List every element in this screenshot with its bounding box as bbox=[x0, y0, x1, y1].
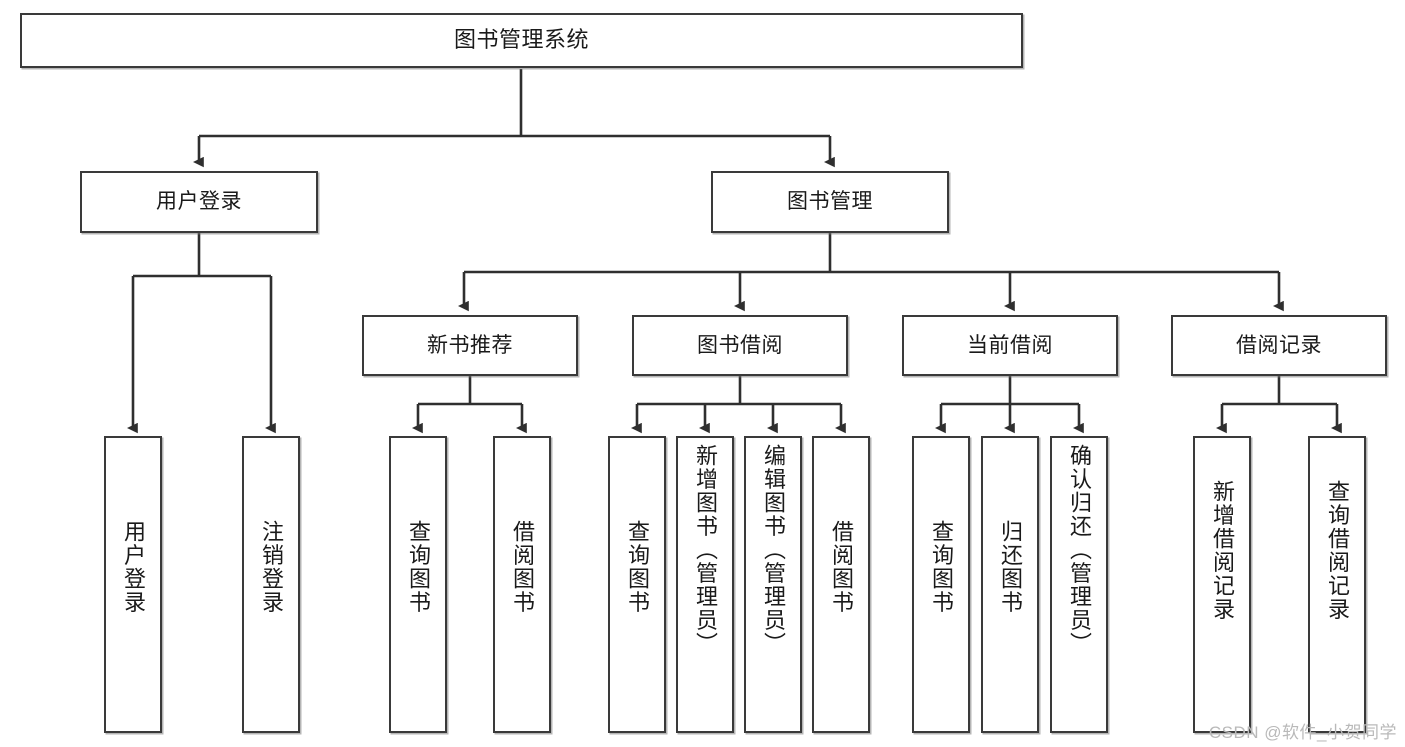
node-book-manage[interactable]: 图书管理 bbox=[711, 171, 949, 233]
node-leaf-query-record[interactable]: 查询借阅记录 bbox=[1308, 436, 1366, 733]
node-leaf-add-record[interactable]: 新增借阅记录 bbox=[1193, 436, 1251, 733]
node-leaf-query-record-label: 查询借阅记录 bbox=[1324, 480, 1350, 621]
node-leaf-return-book[interactable]: 归还图书 bbox=[981, 436, 1039, 733]
node-leaf-query-book-1[interactable]: 查询图书 bbox=[389, 436, 447, 733]
node-current-borrow[interactable]: 当前借阅 bbox=[902, 315, 1118, 376]
node-leaf-borrow-book-2-label: 借阅图书 bbox=[828, 520, 854, 614]
node-leaf-borrow-book-2[interactable]: 借阅图书 bbox=[812, 436, 870, 733]
node-leaf-borrow-book-1[interactable]: 借阅图书 bbox=[493, 436, 551, 733]
node-leaf-add-record-label: 新增借阅记录 bbox=[1209, 480, 1235, 621]
node-new-book-rec-label: 新书推荐 bbox=[427, 333, 513, 357]
node-borrow-record[interactable]: 借阅记录 bbox=[1171, 315, 1387, 376]
node-leaf-logout-label: 注销登录 bbox=[258, 520, 284, 614]
node-leaf-query-book-2[interactable]: 查询图书 bbox=[608, 436, 666, 733]
node-leaf-query-book-2-label: 查询图书 bbox=[624, 520, 650, 614]
node-current-borrow-label: 当前借阅 bbox=[967, 333, 1053, 357]
node-leaf-query-book-3[interactable]: 查询图书 bbox=[912, 436, 970, 733]
csdn-watermark: CSDN @软件_小贺同学 bbox=[1208, 723, 1397, 742]
node-root[interactable]: 图书管理系统 bbox=[20, 13, 1023, 68]
node-leaf-add-book-label: 新增图书（管理员） bbox=[692, 444, 718, 656]
node-leaf-edit-book[interactable]: 编辑图书（管理员） bbox=[744, 436, 802, 733]
node-leaf-add-book[interactable]: 新增图书（管理员） bbox=[676, 436, 734, 733]
node-leaf-user-login-label: 用户登录 bbox=[120, 520, 146, 614]
node-book-manage-label: 图书管理 bbox=[787, 190, 873, 214]
node-borrow-record-label: 借阅记录 bbox=[1236, 333, 1322, 357]
node-root-label: 图书管理系统 bbox=[453, 27, 589, 53]
node-user-login-label: 用户登录 bbox=[156, 190, 242, 214]
node-leaf-return-book-label: 归还图书 bbox=[997, 520, 1023, 614]
node-book-borrow[interactable]: 图书借阅 bbox=[632, 315, 848, 376]
node-user-login[interactable]: 用户登录 bbox=[80, 171, 318, 233]
node-book-borrow-label: 图书借阅 bbox=[697, 333, 783, 357]
node-leaf-confirm-return-label: 确认归还（管理员） bbox=[1066, 444, 1092, 656]
node-leaf-user-login[interactable]: 用户登录 bbox=[104, 436, 162, 733]
node-leaf-query-book-1-label: 查询图书 bbox=[405, 520, 431, 614]
node-leaf-logout[interactable]: 注销登录 bbox=[242, 436, 300, 733]
node-leaf-edit-book-label: 编辑图书（管理员） bbox=[760, 444, 786, 656]
node-new-book-rec[interactable]: 新书推荐 bbox=[362, 315, 578, 376]
node-leaf-borrow-book-1-label: 借阅图书 bbox=[509, 520, 535, 614]
node-leaf-confirm-return[interactable]: 确认归还（管理员） bbox=[1050, 436, 1108, 733]
node-leaf-query-book-3-label: 查询图书 bbox=[928, 520, 954, 614]
